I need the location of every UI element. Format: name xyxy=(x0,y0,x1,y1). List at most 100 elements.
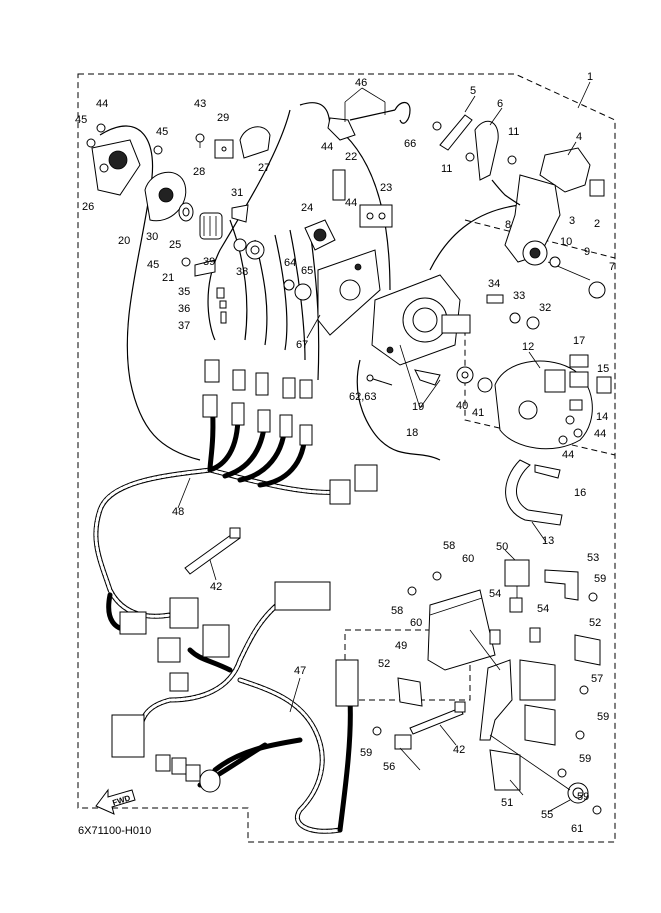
switch-24 xyxy=(304,219,336,251)
connectors-upper xyxy=(204,359,313,399)
callout-40: 40 xyxy=(456,400,468,412)
bracket-27 xyxy=(239,126,271,159)
callout-57: 57 xyxy=(591,673,603,685)
screw-66 xyxy=(432,121,442,131)
clamp-55 xyxy=(567,782,589,804)
plate-17 xyxy=(569,354,589,368)
callout-13: 13 xyxy=(542,535,554,547)
callout-54-right: 54 xyxy=(537,603,549,615)
callout-60-lower: 60 xyxy=(410,617,422,629)
callout-56: 56 xyxy=(383,761,395,773)
callout-46: 46 xyxy=(355,77,367,89)
knob-25 xyxy=(199,212,223,240)
callout-23: 23 xyxy=(380,182,392,194)
callout-6: 6 xyxy=(497,98,503,110)
callout-22: 22 xyxy=(345,151,357,163)
screw-45-left xyxy=(86,138,96,148)
relay-50 xyxy=(504,559,530,613)
callout-44-center: 44 xyxy=(321,141,333,153)
screws-11 xyxy=(465,152,517,165)
callout-34: 34 xyxy=(488,278,500,290)
leader-lines xyxy=(177,81,591,813)
plate-21 xyxy=(194,259,216,277)
callout-27: 27 xyxy=(258,162,270,174)
callout-44-lower: 44 xyxy=(562,449,574,461)
callout-59-c: 59 xyxy=(579,753,591,765)
callout-64: 64 xyxy=(284,257,296,269)
callout-61: 61 xyxy=(571,823,583,835)
callout-52-right: 52 xyxy=(589,617,601,629)
callout-4: 4 xyxy=(576,131,582,143)
callout-38: 38 xyxy=(236,266,248,278)
connectors-right xyxy=(329,464,378,505)
callout-45-left: 45 xyxy=(75,114,87,126)
rings-38-39 xyxy=(233,238,265,260)
plate-67 xyxy=(317,249,381,336)
callout-29: 29 xyxy=(217,112,229,124)
callout-28: 28 xyxy=(193,166,205,178)
callout-35: 35 xyxy=(178,286,190,298)
callout-1: 1 xyxy=(587,71,593,83)
bracket-52-left xyxy=(397,677,423,707)
callout-59-b: 59 xyxy=(597,711,609,723)
callout-44-topleft: 44 xyxy=(96,98,108,110)
callout-60-top: 60 xyxy=(462,553,474,565)
callout-43: 43 xyxy=(194,98,206,110)
callout-12: 12 xyxy=(522,341,534,353)
band-13 xyxy=(505,459,563,526)
long-wires xyxy=(99,102,521,461)
callout-9: 9 xyxy=(584,246,590,258)
callout-20: 20 xyxy=(118,235,130,247)
callout-21: 21 xyxy=(162,272,174,284)
callout-55: 55 xyxy=(541,809,553,821)
callout-14: 14 xyxy=(596,411,608,423)
bracket-53 xyxy=(544,569,579,601)
callout-25: 25 xyxy=(169,239,181,251)
callout-41: 41 xyxy=(472,407,484,419)
clip-16 xyxy=(534,464,561,479)
callout-44-switch: 44 xyxy=(345,197,357,209)
callout-42-right: 42 xyxy=(453,744,465,756)
callout-10: 10 xyxy=(560,236,572,248)
lever-3 xyxy=(504,174,561,266)
callout-62-63: 62,63 xyxy=(349,391,377,403)
bolt-62-63 xyxy=(366,374,393,386)
callout-18: 18 xyxy=(406,427,418,439)
callout-50: 50 xyxy=(496,541,508,553)
callout-2: 2 xyxy=(594,218,600,230)
callout-11-left: 11 xyxy=(441,163,452,175)
screw-43 xyxy=(195,133,205,148)
callout-8: 8 xyxy=(505,219,511,231)
callout-59-e: 59 xyxy=(360,747,372,759)
housing-18 xyxy=(371,274,471,386)
bolt-9 xyxy=(547,256,591,281)
bracket-56 xyxy=(394,734,412,750)
callouts: 1 2 3 4 5 6 7 8 9 10 11 11 12 13 14 15 1… xyxy=(75,71,615,835)
callout-15: 15 xyxy=(597,363,609,375)
callout-16: 16 xyxy=(574,487,586,499)
callout-47: 47 xyxy=(294,665,306,677)
callout-26: 26 xyxy=(82,201,94,213)
screw-45-mid xyxy=(153,145,163,155)
drawing-code: 6X71100-H010 xyxy=(78,825,151,837)
screws-32-34 xyxy=(486,294,540,330)
screw-44-left xyxy=(96,123,106,133)
washers-64-65 xyxy=(283,279,312,301)
callout-39: 39 xyxy=(203,256,215,268)
ecu-49 xyxy=(427,589,496,671)
harness-47-connectors xyxy=(111,581,359,793)
callout-59-a: 59 xyxy=(594,573,606,585)
callout-44-right: 44 xyxy=(594,428,606,440)
callout-31: 31 xyxy=(231,187,243,199)
callout-45-mid: 45 xyxy=(156,126,168,138)
callout-32: 32 xyxy=(539,302,551,314)
callout-65: 65 xyxy=(301,265,313,277)
cap-7 xyxy=(588,281,606,299)
link-5 xyxy=(439,114,473,151)
lever-6 xyxy=(474,120,499,181)
callout-11-right: 11 xyxy=(508,126,519,138)
switch-plate-20 xyxy=(144,171,187,222)
callout-3: 3 xyxy=(569,215,575,227)
callout-52-left: 52 xyxy=(378,658,390,670)
